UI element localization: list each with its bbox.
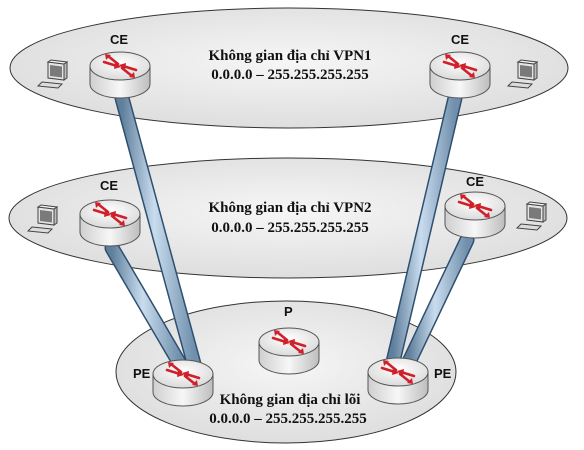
vpn2-right-router-label: CE: [466, 174, 484, 189]
vpn1-range: 0.0.0.0 – 255.255.255.255: [211, 67, 369, 83]
router-icon: [78, 198, 142, 248]
router-icon: [443, 190, 507, 240]
vpn2-title: Không gian địa chỉ VPN2: [208, 200, 371, 216]
router-icon: [151, 358, 215, 408]
router-icon: [428, 50, 492, 100]
vpn1-left-router-label: CE: [110, 32, 128, 47]
core-left-router-label: PE: [133, 366, 151, 381]
router-icon: [366, 356, 430, 406]
core-center-router-label: P: [284, 304, 293, 319]
core-right-router-label: PE: [434, 366, 452, 381]
router-icon: [88, 50, 152, 100]
tunnel-links: [104, 90, 475, 372]
vpn2-range: 0.0.0.0 – 255.255.255.255: [211, 220, 369, 236]
core-title: Không gian địa chỉ lõi: [220, 392, 361, 408]
vpn1-title: Không gian địa chỉ VPN1: [208, 48, 371, 64]
core-range: 0.0.0.0 – 255.255.255.255: [209, 411, 367, 427]
vpn1-address-space: [9, 7, 569, 129]
vpn1-right-router-label: CE: [451, 32, 469, 47]
router-icon: [257, 326, 321, 376]
vpn2-left-router-label: CE: [100, 178, 118, 193]
